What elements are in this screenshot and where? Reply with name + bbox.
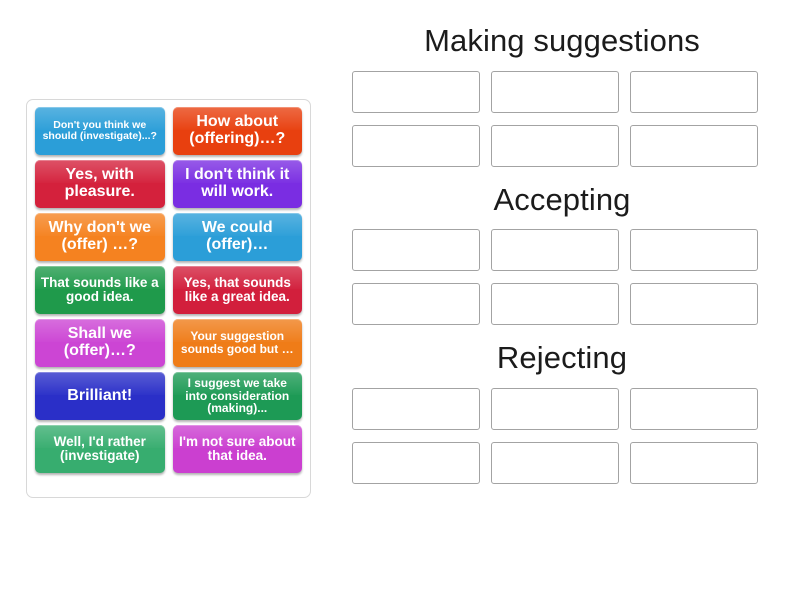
draggable-tile[interactable]: Why don't we (offer) …? [35, 213, 165, 261]
draggable-tile[interactable]: Yes, with pleasure. [35, 160, 165, 208]
tile-label: Well, I'd rather (investigate) [53, 433, 146, 463]
drop-slot[interactable] [491, 124, 619, 167]
drop-slot-grid [352, 70, 772, 167]
draggable-tile[interactable]: I don't think it will work. [172, 160, 302, 208]
draggable-tile[interactable]: Well, I'd rather (investigate) [35, 425, 165, 473]
drop-slot[interactable] [352, 442, 480, 485]
drop-zone: Making suggestions [352, 23, 772, 167]
draggable-tile[interactable]: Shall we (offer)…? [35, 319, 165, 367]
tile-label: How about (offering)…? [189, 113, 286, 147]
drop-zone: Accepting [352, 181, 772, 326]
drop-slot[interactable] [352, 124, 480, 167]
answer-tile-tray[interactable]: Don't you think we should (investigate).… [26, 99, 311, 498]
drop-slot-grid [352, 388, 772, 485]
drop-slot[interactable] [630, 70, 758, 113]
drop-slot[interactable] [491, 229, 619, 272]
drop-slot[interactable] [491, 442, 619, 485]
drop-slot[interactable] [491, 283, 619, 326]
tile-label: Shall we (offer)…? [63, 325, 136, 359]
drop-slot[interactable] [630, 229, 758, 272]
drop-slot[interactable] [352, 283, 480, 326]
tile-label: Yes, that sounds like a great idea. [183, 274, 291, 304]
drop-slot[interactable] [352, 388, 480, 431]
drop-slot[interactable] [352, 70, 480, 113]
drop-slot[interactable] [491, 388, 619, 431]
drop-slot[interactable] [630, 388, 758, 431]
tile-label: That sounds like a good idea. [40, 274, 159, 304]
drop-slot[interactable] [630, 442, 758, 485]
draggable-tile[interactable]: How about (offering)…? [172, 107, 302, 155]
tile-label: Yes, with pleasure. [64, 166, 135, 200]
tile-label: Why don't we (offer) …? [48, 219, 151, 253]
tile-label: Your suggestion sounds good but … [180, 329, 294, 356]
drop-slot-grid [352, 229, 772, 326]
draggable-tile[interactable]: Brilliant! [35, 372, 165, 420]
tile-label: Don't you think we should (investigate).… [42, 118, 157, 142]
draggable-tile[interactable]: That sounds like a good idea. [35, 266, 165, 314]
tile-label: I'm not sure about that idea. [179, 433, 296, 463]
tile-label: I suggest we take into consideration (ma… [185, 376, 290, 416]
tile-label: Brilliant! [67, 386, 133, 404]
drop-slot[interactable] [630, 283, 758, 326]
drop-slot[interactable] [630, 124, 758, 167]
drop-zone: Rejecting [352, 340, 772, 485]
drop-zone-title: Making suggestions [424, 23, 700, 58]
drop-slot[interactable] [491, 70, 619, 113]
draggable-tile[interactable]: Yes, that sounds like a great idea. [172, 266, 302, 314]
drop-zone-title: Accepting [493, 181, 631, 217]
drop-slot[interactable] [352, 229, 480, 272]
tile-label: I don't think it will work. [185, 166, 290, 200]
tile-grid: Don't you think we should (investigate).… [35, 107, 302, 473]
draggable-tile[interactable]: We could (offer)… [172, 213, 302, 261]
draggable-tile[interactable]: I suggest we take into consideration (ma… [172, 372, 302, 420]
drop-zone-title: Rejecting [496, 340, 628, 376]
draggable-tile[interactable]: Don't you think we should (investigate).… [35, 107, 165, 155]
tile-label: We could (offer)… [201, 219, 273, 253]
draggable-tile[interactable]: Your suggestion sounds good but … [172, 319, 302, 367]
draggable-tile[interactable]: I'm not sure about that idea. [172, 425, 302, 473]
